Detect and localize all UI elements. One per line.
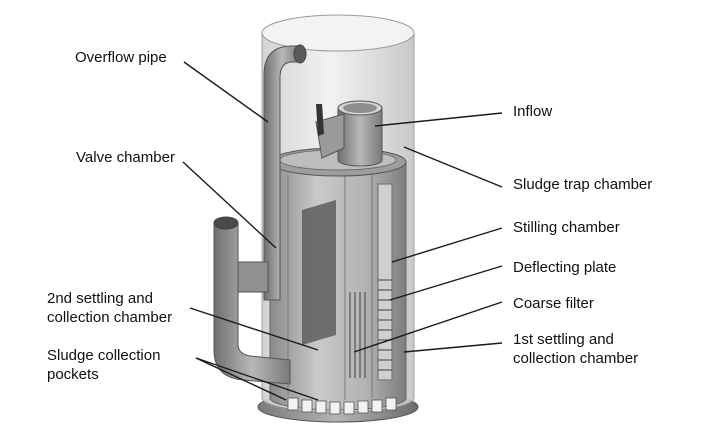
leader-stilling bbox=[391, 227, 503, 263]
leader-deflecting bbox=[389, 265, 503, 301]
leader-sludge-pockets-b bbox=[195, 357, 319, 401]
leader-overflow-pipe bbox=[183, 61, 269, 123]
label-valve-chamber: Valve chamber bbox=[76, 148, 175, 167]
label-second-settling: 2nd settling and collection chamber bbox=[47, 289, 172, 327]
label-deflecting-text: Deflecting plate bbox=[513, 259, 617, 276]
leader-sludge-pockets-a bbox=[195, 357, 287, 401]
label-overflow-pipe: Overflow pipe bbox=[75, 48, 167, 67]
label-first-settling-line1: 1st settling and bbox=[513, 331, 614, 348]
label-valve-chamber-text: Valve chamber bbox=[76, 149, 175, 166]
label-first-settling-line2: collection chamber bbox=[513, 350, 639, 367]
leader-first-settling bbox=[403, 342, 503, 353]
label-second-settling-line1: 2nd settling and bbox=[47, 290, 153, 307]
leader-lines bbox=[182, 61, 503, 401]
sludge-pockets bbox=[287, 397, 397, 415]
label-stilling: Stilling chamber bbox=[513, 218, 620, 237]
leader-valve-chamber bbox=[182, 161, 277, 249]
valve-chamber-pipe bbox=[213, 216, 291, 385]
label-sludge-pockets: Sludge collection pockets bbox=[47, 346, 160, 384]
label-sludge-pockets-line1: Sludge collection bbox=[47, 347, 161, 364]
label-coarse-filter-text: Coarse filter bbox=[513, 295, 594, 312]
label-inflow: Inflow bbox=[513, 102, 552, 121]
label-first-settling: 1st settling and collection chamber bbox=[513, 330, 638, 368]
label-sludge-trap: Sludge trap chamber bbox=[513, 175, 652, 194]
label-sludge-pockets-line2: pockets bbox=[47, 366, 99, 383]
inflow-pipe bbox=[315, 100, 383, 167]
inner-cylinder bbox=[269, 147, 407, 411]
leader-inflow bbox=[374, 112, 503, 127]
label-sludge-trap-text: Sludge trap chamber bbox=[513, 176, 653, 193]
filter-slats bbox=[349, 183, 393, 381]
leader-sludge-trap bbox=[403, 146, 503, 188]
label-overflow-pipe-text: Overflow pipe bbox=[75, 49, 167, 66]
overflow-pipe bbox=[263, 44, 307, 301]
label-deflecting: Deflecting plate bbox=[513, 258, 616, 277]
label-coarse-filter: Coarse filter bbox=[513, 294, 594, 313]
label-stilling-text: Stilling chamber bbox=[513, 219, 620, 236]
leader-coarse-filter bbox=[353, 301, 503, 353]
label-second-settling-line2: collection chamber bbox=[47, 309, 173, 326]
label-inflow-text: Inflow bbox=[513, 103, 553, 120]
leader-second-settling bbox=[189, 307, 319, 351]
